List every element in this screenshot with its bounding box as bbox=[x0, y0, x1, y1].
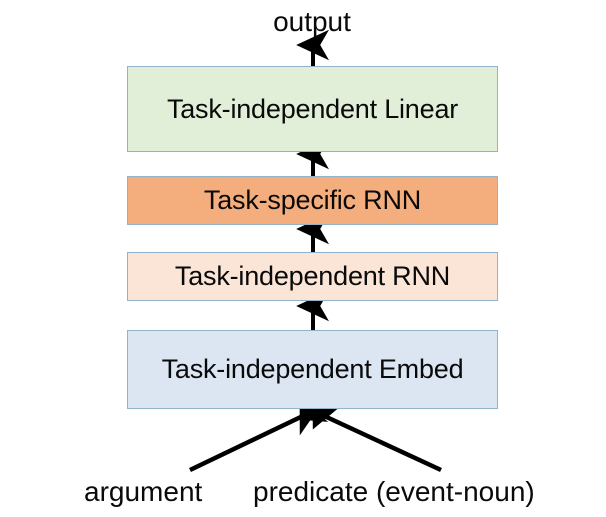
layer-box-task-specific-rnn: Task-specific RNN bbox=[127, 176, 498, 225]
layer-box-task-independent-rnn: Task-independent RNN bbox=[127, 252, 498, 301]
layer-box-task-specific-rnn-label: Task-specific RNN bbox=[203, 185, 422, 215]
layer-box-embed-label: Task-independent Embed bbox=[161, 354, 464, 384]
input-label-predicate: predicate (event-noun) bbox=[253, 476, 535, 507]
arrow-argument-to-embed bbox=[189, 398, 329, 473]
output-label: output bbox=[273, 6, 351, 37]
arrow-predicate-to-embed bbox=[312, 392, 442, 473]
layer-box-linear-label: Task-independent Linear bbox=[166, 93, 459, 124]
layer-box-task-independent-rnn-label: Task-independent RNN bbox=[174, 261, 451, 291]
layer-box-embed: Task-independent Embed bbox=[127, 330, 498, 409]
input-label-argument: argument bbox=[84, 476, 203, 507]
layer-box-linear: Task-independent Linear bbox=[127, 66, 498, 152]
